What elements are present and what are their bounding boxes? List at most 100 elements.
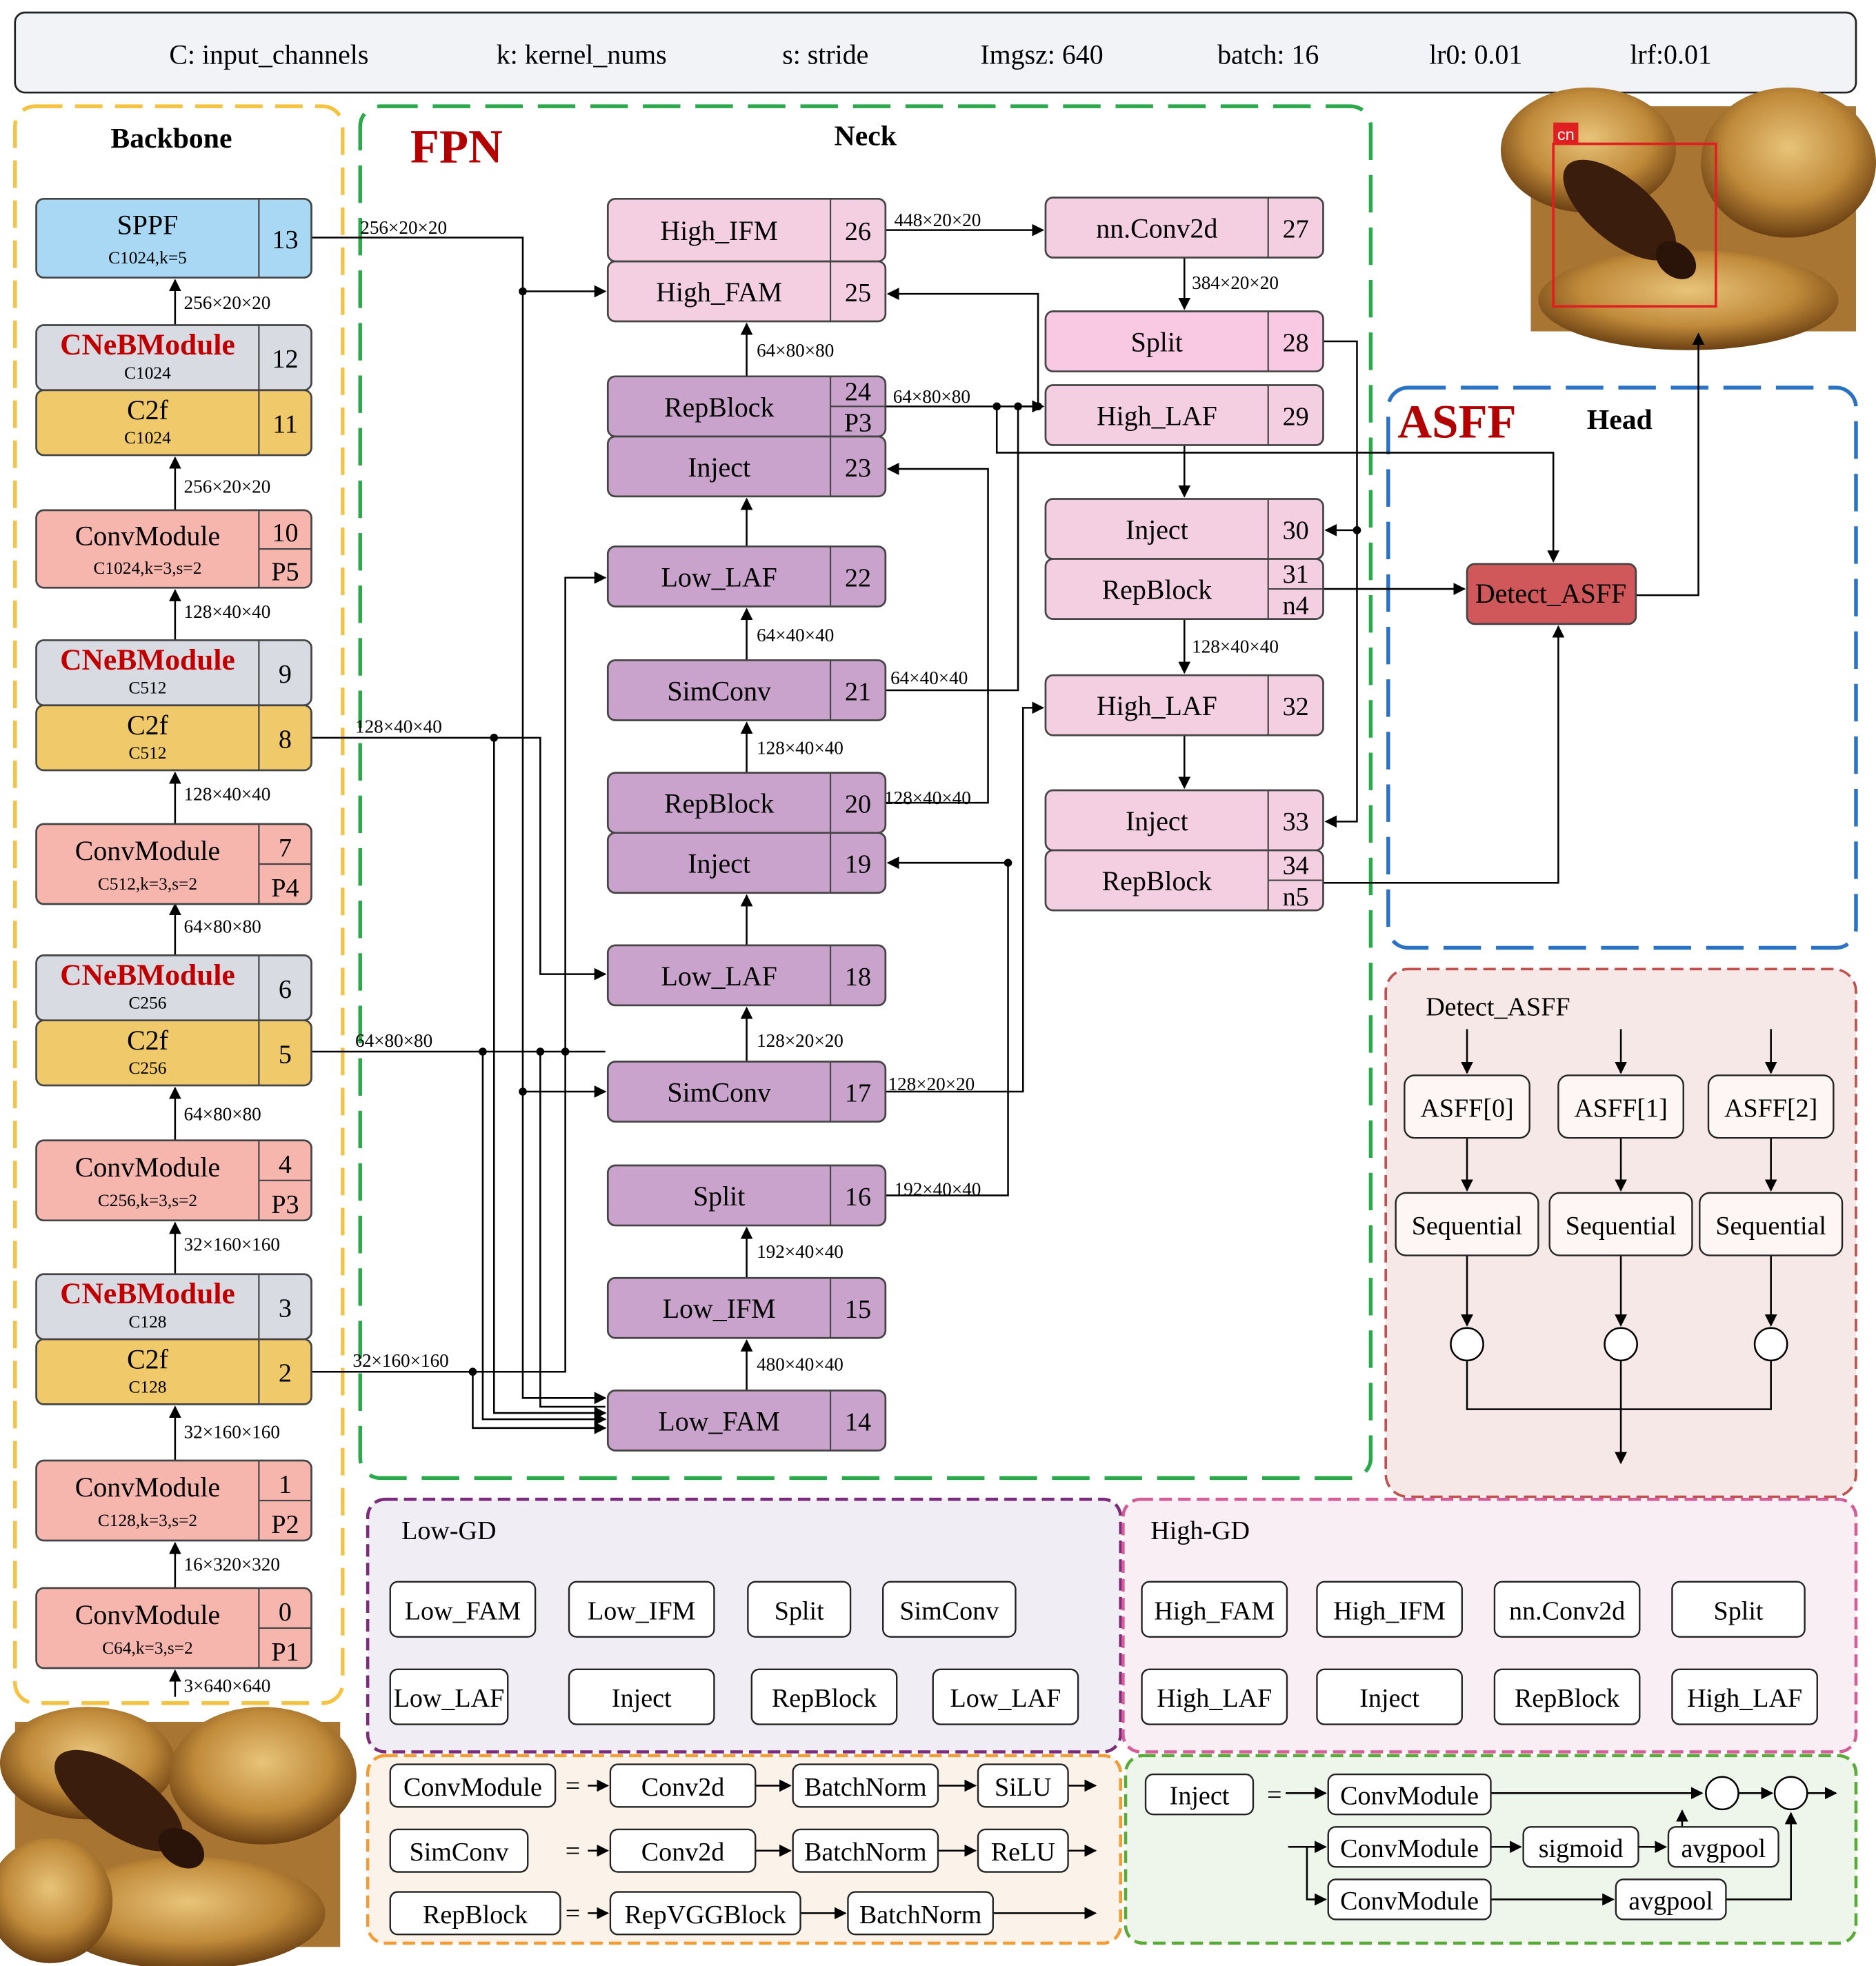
dimension-label: 480×40×40: [757, 1354, 844, 1374]
block-params: C256,k=3,s=2: [98, 1191, 197, 1210]
block-params: C1024,k=5: [108, 248, 187, 268]
block-params: C1024: [124, 428, 171, 448]
block-index: 23: [845, 454, 871, 483]
dimension-label: 384×20×20: [1192, 272, 1279, 293]
low-gd-title: Low-GD: [401, 1516, 496, 1545]
def-name: RepBlock: [389, 1891, 561, 1936]
sequential-label: Sequential: [1715, 1212, 1826, 1241]
block-tag: P3: [271, 1190, 299, 1219]
block-name: Split: [693, 1181, 745, 1212]
block-name: ConvModule: [75, 1599, 220, 1630]
block-tag: P3: [844, 409, 872, 438]
chip-label: SimConv: [899, 1596, 999, 1625]
dimension-label: 192×40×40: [757, 1241, 844, 1262]
block-params: C256: [128, 1059, 166, 1078]
dimension-label: 128×20×20: [888, 1074, 975, 1094]
block-index: 2: [279, 1359, 292, 1388]
block-index: 34: [1283, 852, 1309, 881]
block-index: 5: [279, 1040, 292, 1069]
block-name: ConvModule: [75, 520, 220, 551]
dimension-label: 128×20×20: [757, 1030, 844, 1051]
block-params: C1024: [124, 363, 171, 383]
high-gd-item: High_LAF: [1671, 1668, 1818, 1725]
block-name: Low_LAF: [661, 561, 777, 592]
dimension-label: 256×20×20: [184, 476, 271, 496]
inject-avgpool-1: avgpool: [1667, 1826, 1779, 1868]
block-index: 14: [845, 1407, 871, 1436]
block-tag: P2: [271, 1510, 299, 1539]
connection-wires: 3×640×64016×320×32032×160×16032×160×1606…: [168, 210, 1837, 1920]
chip-label: ReLU: [991, 1838, 1055, 1867]
dimension-label: 256×20×20: [360, 217, 447, 238]
chip-label: RepBlock: [1515, 1684, 1620, 1713]
dimension-label: 128×40×40: [184, 784, 271, 805]
neck-block-30: Inject 30: [1044, 498, 1324, 560]
block-name: High_LAF: [1097, 690, 1217, 721]
block-tag: n4: [1283, 591, 1309, 620]
def-part: SiLU: [977, 1763, 1069, 1808]
block-name: SimConv: [667, 675, 771, 706]
asff-branch-1: ASFF[1]: [1557, 1074, 1684, 1139]
block-name: Low_IFM: [663, 1293, 776, 1324]
block-index: 11: [272, 410, 298, 439]
block-name: nn.Conv2d: [1096, 213, 1217, 244]
dimension-label: 32×160×160: [184, 1421, 280, 1442]
chip-label: Low_FAM: [405, 1596, 521, 1625]
dimension-label: 64×40×40: [890, 668, 968, 688]
block-index: 17: [845, 1079, 871, 1108]
chip-label: Conv2d: [641, 1838, 725, 1867]
block-index: 9: [279, 660, 292, 689]
block-name: Inject: [1126, 514, 1188, 545]
inject-conv-2: ConvModule: [1327, 1826, 1492, 1868]
block-index: 28: [1283, 329, 1309, 358]
dimension-label: 64×80×80: [893, 386, 970, 407]
block-name: C2f: [127, 1344, 169, 1375]
chip-label: Low_IFM: [588, 1596, 696, 1625]
detection-label-bg: [1553, 122, 1579, 144]
sequential-label: Sequential: [1566, 1212, 1677, 1241]
neck-frame: [358, 104, 1373, 1481]
chip-label: RepBlock: [772, 1684, 877, 1713]
dimension-label: 256×20×20: [184, 292, 271, 313]
block-index: 7: [279, 834, 292, 863]
chip-label: nn.Conv2d: [1509, 1596, 1625, 1625]
block-index: 18: [845, 963, 871, 992]
block-index: 0: [279, 1598, 292, 1627]
dimension-label: 128×40×40: [184, 601, 271, 622]
block-params: C64,k=3,s=2: [102, 1638, 193, 1658]
def-name: SimConv: [389, 1828, 529, 1873]
chip-label: Conv2d: [641, 1773, 725, 1802]
equals-sign: =: [1267, 1781, 1281, 1809]
block-name: ConvModule: [75, 835, 220, 866]
block-index: 3: [279, 1294, 292, 1323]
block-index: 30: [1283, 516, 1309, 545]
chip-label: High_LAF: [1157, 1684, 1272, 1713]
block-name: CNeBModule: [60, 959, 235, 992]
asff-heading: ASFF: [1397, 396, 1516, 448]
block-params: C512: [128, 679, 166, 698]
def-part: ReLU: [977, 1828, 1069, 1873]
block-index: 26: [845, 217, 871, 246]
chip-label: ConvModule: [1340, 1887, 1479, 1916]
chip-label: RepVGGBlock: [624, 1900, 787, 1929]
block-name: C2f: [127, 394, 169, 425]
add-icon: [1604, 1327, 1638, 1362]
dimension-label: 64×80×80: [355, 1030, 432, 1051]
block-name: CNeBModule: [60, 328, 235, 361]
fpn-heading: FPN: [410, 121, 503, 173]
chip-label: Split: [775, 1596, 824, 1625]
sequential-label: Sequential: [1412, 1212, 1523, 1241]
legend-item: s: stride: [782, 39, 868, 70]
chip-label: avgpool: [1628, 1887, 1713, 1916]
